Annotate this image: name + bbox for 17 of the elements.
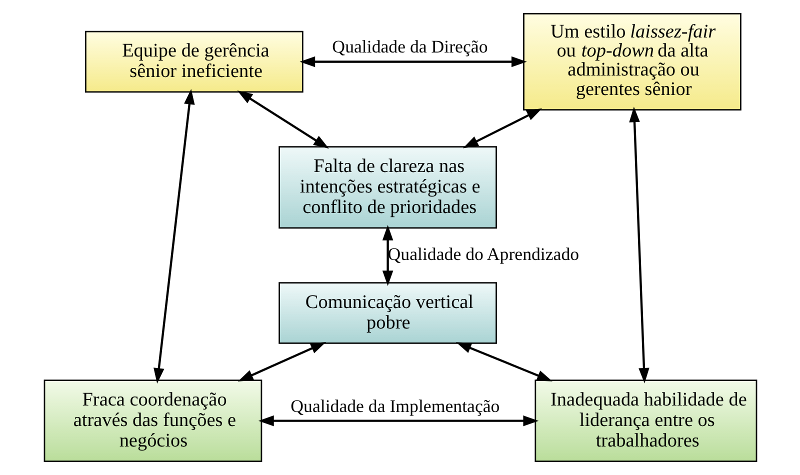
node-box: Fraca coordenação através das funções e negócios xyxy=(43,380,262,462)
arrow xyxy=(153,88,194,384)
node-box: Comunicação vertical pobre xyxy=(278,282,496,344)
edge-label: Qualidade da Implementação xyxy=(290,396,500,416)
arrow xyxy=(236,90,328,149)
arrow xyxy=(455,342,552,382)
arrow xyxy=(628,106,649,384)
node-box: Inadequada habilidade de liderança entre os trabalhadores xyxy=(534,380,757,462)
edge-label: Qualidade da Direção xyxy=(332,36,488,57)
arrow xyxy=(382,225,393,286)
arrow xyxy=(258,415,538,426)
arrow xyxy=(462,108,542,148)
arrow xyxy=(299,56,526,68)
node-box: Um estilo laissez-fair ou top-down da alta administração ou gerentes sênior xyxy=(522,12,741,110)
node-box: Equipe de gerência sênior ineficiente xyxy=(84,30,303,93)
node-box: Falta de clareza nas intenções estratégicas e conflito de prioridades xyxy=(278,146,496,229)
arrow xyxy=(237,342,326,382)
